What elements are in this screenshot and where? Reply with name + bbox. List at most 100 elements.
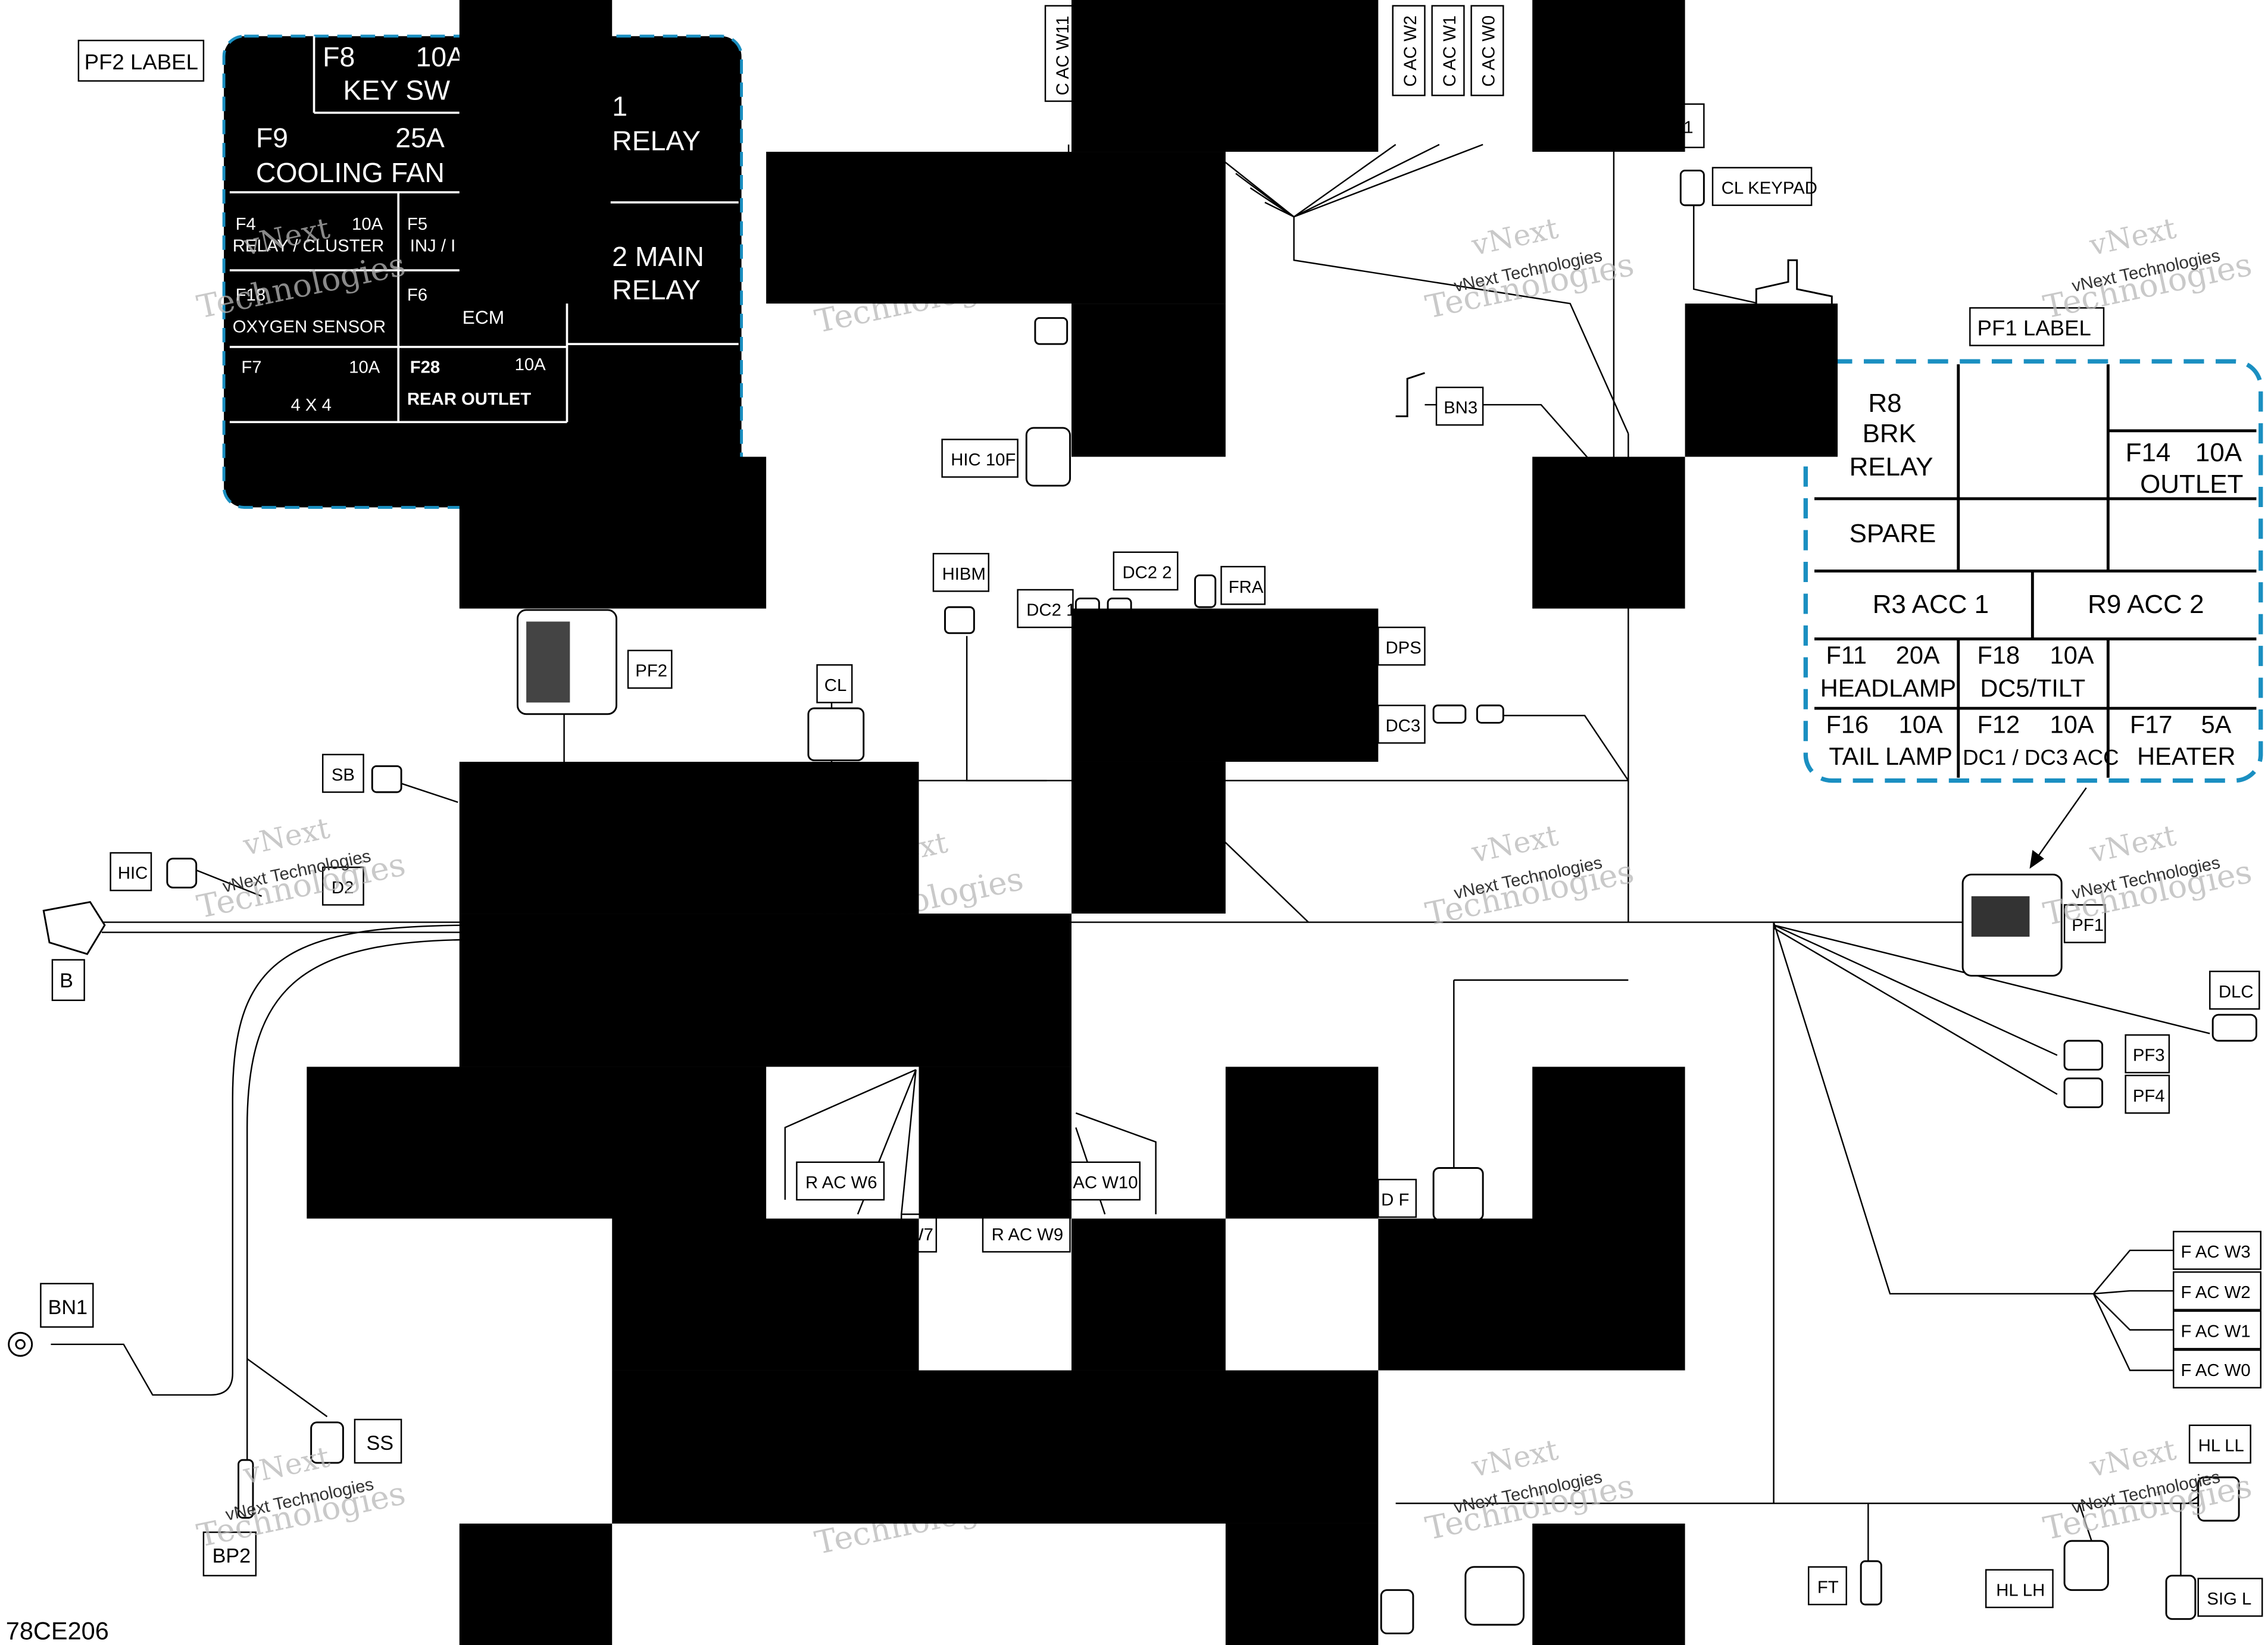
label-r-ac-w9: R AC W9 bbox=[982, 1213, 1071, 1253]
svg-text:PF1: PF1 bbox=[2072, 916, 2104, 935]
label-f-ac-w3: F AC W3 bbox=[2173, 1231, 2262, 1270]
label-pf1: PF1 bbox=[2063, 904, 2106, 943]
label-pf2: PF2 bbox=[627, 649, 673, 689]
mask bbox=[1071, 608, 1379, 762]
svg-text:BN3: BN3 bbox=[1444, 399, 1477, 418]
mask bbox=[1225, 1523, 1379, 1645]
pf2-f28-amp: 10A bbox=[515, 355, 546, 374]
pf2-f8: F8 bbox=[323, 42, 355, 73]
pf2-f9: F9 bbox=[256, 123, 288, 154]
svg-text:DC3: DC3 bbox=[1386, 717, 1421, 736]
svg-text:PF2: PF2 bbox=[635, 662, 667, 681]
svg-text:vNext: vNext bbox=[2086, 1433, 2179, 1484]
fra-connector-icon bbox=[1194, 574, 1217, 608]
sb-connector-icon bbox=[371, 765, 402, 793]
svg-text:HIBM: HIBM bbox=[942, 565, 986, 584]
pf1-relay: RELAY bbox=[1850, 452, 1933, 481]
label-d-f: D F bbox=[1377, 1178, 1417, 1218]
pf2-ecm: ECM bbox=[463, 307, 505, 328]
label-pf3: PF3 bbox=[2125, 1034, 2170, 1074]
mask bbox=[1071, 304, 1226, 457]
svg-text:F AC W0: F AC W0 bbox=[2180, 1361, 2250, 1380]
svg-text:F AC W2: F AC W2 bbox=[2180, 1283, 2250, 1302]
label-fra: FRA bbox=[1220, 565, 1266, 605]
label-dc3: DC3 bbox=[1377, 705, 1426, 744]
pf2-cooling-fan: COOLING FAN bbox=[256, 157, 445, 188]
bottom-connector-icon bbox=[1380, 1589, 1414, 1635]
svg-text:HL LH: HL LH bbox=[1996, 1581, 2045, 1600]
pf2-f6: F6 bbox=[407, 286, 427, 305]
mask bbox=[1071, 1218, 1226, 1371]
svg-text:vNext: vNext bbox=[2086, 819, 2179, 870]
label-hic-10f: HIC 10F bbox=[941, 439, 1019, 478]
hl-ll-connector-icon bbox=[2197, 1476, 2240, 1522]
mask bbox=[1071, 761, 1226, 914]
watermark-line1: vNext bbox=[240, 812, 333, 862]
svg-text:HIC: HIC bbox=[118, 864, 148, 883]
pf1-f16-amp: 10A bbox=[1899, 711, 1943, 739]
label-bn1: BN1 bbox=[40, 1283, 94, 1328]
label-hl-lh: HL LH bbox=[1985, 1569, 2054, 1609]
connector-glyphs bbox=[8, 170, 2257, 1635]
svg-text:HIC 10F: HIC 10F bbox=[951, 451, 1016, 470]
mask bbox=[1532, 1523, 1685, 1645]
pf2-f28: F28 bbox=[410, 358, 440, 377]
pf1-r3-acc1: R3 ACC 1 bbox=[1873, 590, 1989, 619]
svg-text:vNext: vNext bbox=[1469, 1433, 1561, 1484]
svg-text:SS: SS bbox=[366, 1432, 393, 1455]
pf1-dc5-tilt: DC5/TILT bbox=[1980, 675, 2085, 702]
label-r-ac-w6: R AC W6 bbox=[796, 1161, 885, 1201]
ss-connector-icon bbox=[310, 1421, 344, 1464]
mask bbox=[459, 1523, 613, 1645]
pf3-connector-icon bbox=[2063, 1040, 2104, 1071]
hic-10f-connector-icon bbox=[1025, 427, 1071, 487]
wires bbox=[51, 0, 2210, 1576]
bn3-terminal-icon bbox=[1395, 372, 1425, 417]
svg-text:F AC W1: F AC W1 bbox=[2180, 1322, 2250, 1341]
bracket-icon bbox=[1755, 259, 1833, 312]
dlc-connector-icon bbox=[2211, 1014, 2257, 1042]
bp2-connector-icon bbox=[238, 1459, 254, 1519]
svg-text:CL: CL bbox=[824, 676, 846, 695]
svg-text:DC2 1: DC2 1 bbox=[1026, 601, 1076, 620]
pf1-f11: F11 bbox=[1826, 642, 1867, 669]
label-ac-w10: AC W10 bbox=[1069, 1161, 1141, 1201]
label-dc2-2: DC2 2 bbox=[1113, 551, 1179, 591]
pf1-r8: R8 bbox=[1868, 389, 1901, 418]
svg-text:PF1 LABEL: PF1 LABEL bbox=[1978, 316, 2091, 340]
pf1-heater: HEATER bbox=[2137, 743, 2235, 770]
svg-text:SB: SB bbox=[332, 766, 355, 785]
pf2-f7: F7 bbox=[241, 358, 261, 377]
label-d2: D2 bbox=[321, 867, 364, 906]
cl-connector-icon bbox=[807, 707, 865, 762]
hl-lh-connector-icon bbox=[2063, 1540, 2109, 1591]
svg-text:vNext: vNext bbox=[240, 1440, 333, 1491]
pf2-relay2: RELAY bbox=[612, 274, 701, 305]
pf2-key-sw: KEY SW bbox=[343, 75, 450, 106]
pf2-f8-amp: 10A bbox=[416, 42, 466, 73]
svg-text:D F: D F bbox=[1381, 1191, 1409, 1210]
mask bbox=[459, 0, 613, 152]
label-f-ac-w0: F AC W0 bbox=[2173, 1349, 2262, 1388]
svg-text:FRA: FRA bbox=[1229, 578, 1264, 597]
label-bp2: BP2 bbox=[202, 1531, 257, 1577]
svg-text:BN1: BN1 bbox=[48, 1296, 88, 1319]
pf1-f18: F18 bbox=[1978, 642, 2020, 669]
mask bbox=[1532, 1067, 1685, 1219]
mask bbox=[1532, 456, 1685, 609]
pf1-tail-lamp: TAIL LAMP bbox=[1829, 743, 1953, 770]
label-hl-ll: HL LL bbox=[2188, 1424, 2251, 1464]
mask bbox=[766, 152, 1226, 304]
df-connector-icon bbox=[1432, 1167, 1484, 1221]
cl-keypad-connector-icon bbox=[1679, 170, 1705, 207]
label-ft: FT bbox=[1808, 1566, 1847, 1606]
svg-text:HL LL: HL LL bbox=[2198, 1437, 2244, 1456]
pf1-brk: BRK bbox=[1863, 419, 1916, 448]
svg-text:C AC W0: C AC W0 bbox=[1480, 15, 1499, 87]
mask bbox=[459, 761, 919, 914]
svg-text:DC2 2: DC2 2 bbox=[1122, 564, 1172, 583]
label-pf2-label: PF2 LABEL bbox=[77, 39, 205, 82]
svg-text:B: B bbox=[60, 970, 73, 992]
label-dlc: DLC bbox=[2209, 970, 2260, 1010]
